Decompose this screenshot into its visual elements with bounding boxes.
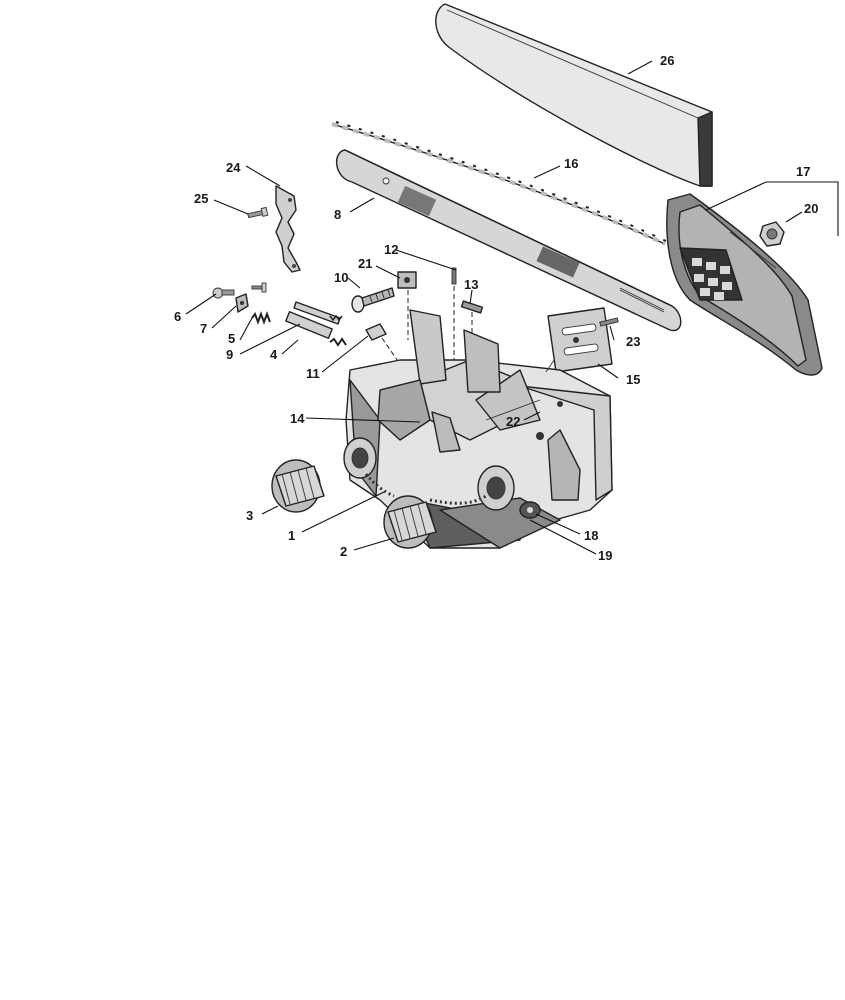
spring-9-part bbox=[251, 311, 271, 325]
label-1: 1 bbox=[288, 528, 295, 543]
tension-bolt-part bbox=[293, 301, 343, 325]
guide-bar-part bbox=[336, 149, 682, 332]
tensioner-rod-part bbox=[285, 311, 347, 347]
screw-23-part bbox=[599, 317, 619, 327]
pin-12-part bbox=[451, 267, 457, 285]
nut-part bbox=[759, 221, 785, 247]
bolt-10-part bbox=[351, 287, 395, 313]
label-14: 14 bbox=[290, 411, 305, 426]
bar-scabbard-part bbox=[435, 3, 713, 187]
sprocket-cover-part bbox=[666, 181, 839, 376]
label-11: 11 bbox=[306, 366, 320, 381]
nut-11-part bbox=[365, 323, 387, 341]
label-4: 4 bbox=[270, 347, 278, 362]
saw-chain-part bbox=[331, 121, 669, 246]
washer-7-part bbox=[235, 293, 249, 313]
small-screw-part bbox=[251, 282, 267, 293]
label-26: 26 bbox=[660, 53, 674, 68]
label-10: 10 bbox=[334, 270, 348, 285]
right-fitting-part bbox=[429, 465, 515, 511]
label-19: 19 bbox=[598, 548, 612, 563]
key-13-part bbox=[460, 300, 484, 314]
plate-21-part bbox=[397, 271, 417, 289]
bar-plate-part bbox=[547, 307, 613, 373]
main-housing-part bbox=[345, 309, 613, 549]
label-18: 18 bbox=[584, 528, 598, 543]
chain-catcher-plate-part bbox=[275, 185, 301, 273]
part-number-labels: 26 16 17 24 25 20 8 12 21 10 13 6 7 5 9 … bbox=[174, 53, 818, 563]
label-7: 7 bbox=[200, 321, 207, 336]
screw-25-part bbox=[247, 206, 269, 219]
label-22: 22 bbox=[506, 414, 520, 429]
label-16: 16 bbox=[564, 156, 578, 171]
label-25: 25 bbox=[194, 191, 208, 206]
label-20: 20 bbox=[804, 201, 818, 216]
label-17: 17 bbox=[796, 164, 810, 179]
label-2: 2 bbox=[340, 544, 347, 559]
label-5: 5 bbox=[228, 331, 235, 346]
label-13: 13 bbox=[464, 277, 478, 292]
label-8: 8 bbox=[334, 207, 341, 222]
label-3: 3 bbox=[246, 508, 253, 523]
label-23: 23 bbox=[626, 334, 640, 349]
label-9: 9 bbox=[226, 347, 233, 362]
oil-plug-part bbox=[519, 501, 541, 519]
label-21: 21 bbox=[358, 256, 372, 271]
label-12: 12 bbox=[384, 242, 398, 257]
label-6: 6 bbox=[174, 309, 181, 324]
knob-2-part bbox=[383, 495, 437, 549]
screw-6-part bbox=[212, 287, 235, 299]
leader-lines bbox=[185, 60, 803, 555]
label-15: 15 bbox=[626, 372, 640, 387]
left-fitting-part bbox=[343, 437, 395, 498]
label-24: 24 bbox=[226, 160, 241, 175]
knob-3-part bbox=[271, 459, 325, 513]
